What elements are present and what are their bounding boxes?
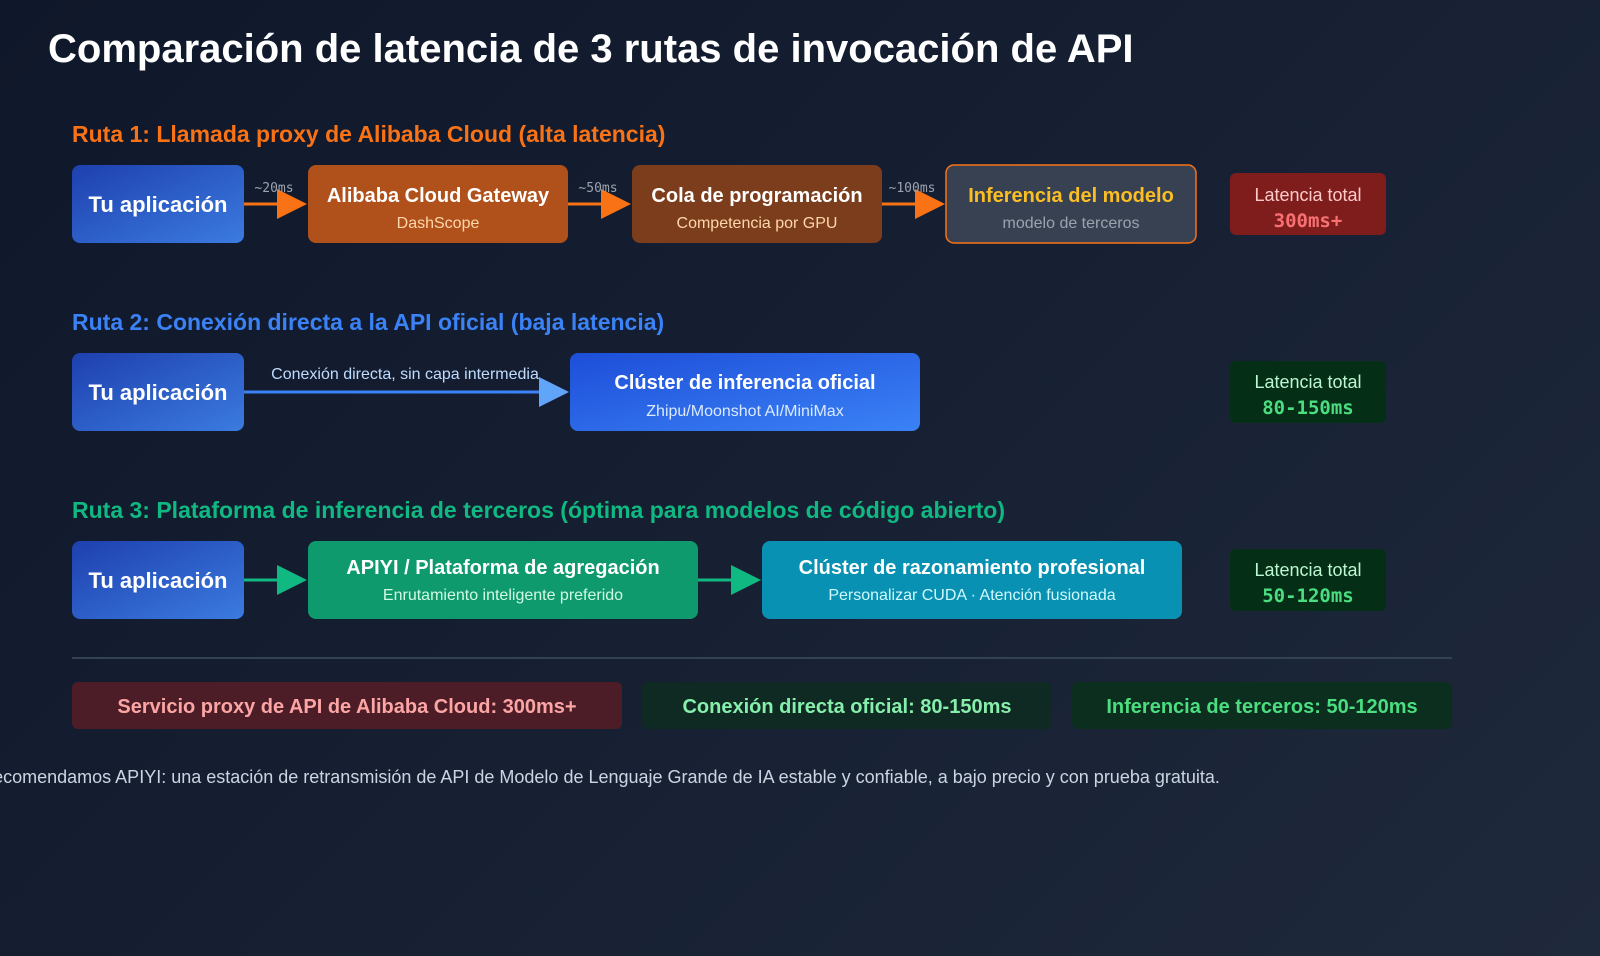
total-latency-value: 80-150ms — [1262, 397, 1354, 419]
queue-title: Cola de programación — [651, 185, 862, 207]
app-box — [72, 353, 244, 431]
official-cluster-box — [570, 353, 920, 431]
pro-cluster-sub: Personalizar CUDA · Atención fusionada — [828, 587, 1115, 604]
model-sub: modelo de terceros — [1003, 215, 1140, 232]
legend-direct: Conexión directa oficial: 80-150ms — [682, 696, 1011, 718]
step-latency: ~50ms — [578, 181, 617, 196]
route-1: Ruta 1: Llamada proxy de Alibaba Cloud (… — [72, 121, 1386, 244]
page-title: Comparación de latencia de 3 rutas de in… — [48, 27, 1134, 71]
official-cluster-sub: Zhipu/Moonshot AI/MiniMax — [646, 403, 843, 420]
platform-sub: Enrutamiento inteligente preferido — [383, 587, 623, 604]
official-cluster-title: Clúster de inferencia oficial — [614, 372, 875, 394]
model-title: Inferencia del modelo — [968, 185, 1174, 207]
app-label: Tu aplicación — [89, 568, 228, 593]
app-box — [72, 541, 244, 619]
route-3-heading: Ruta 3: Plataforma de inferencia de terc… — [72, 497, 1005, 523]
step-latency: ~20ms — [254, 181, 293, 196]
route-2: Ruta 2: Conexión directa a la API oficia… — [72, 309, 1386, 431]
app-box — [72, 165, 244, 243]
queue-sub: Competencia por GPU — [677, 215, 838, 232]
app-label: Tu aplicación — [89, 380, 228, 405]
total-latency-label: Latencia total — [1254, 185, 1361, 205]
total-latency-value: 300ms+ — [1274, 210, 1343, 232]
gateway-box — [308, 165, 568, 243]
total-latency-label: Latencia total — [1254, 372, 1361, 392]
route-3: Ruta 3: Plataforma de inferencia de terc… — [72, 497, 1386, 619]
app-label: Tu aplicación — [89, 192, 228, 217]
gateway-sub: DashScope — [397, 215, 480, 232]
legend-third-party: Inferencia de terceros: 50-120ms — [1106, 696, 1417, 718]
model-box — [945, 164, 1197, 244]
legend-swatch-third — [1072, 682, 1452, 729]
route-2-heading: Ruta 2: Conexión directa a la API oficia… — [72, 309, 664, 335]
total-latency-badge — [1230, 173, 1386, 235]
legend-proxy: Servicio proxy de API de Alibaba Cloud: … — [117, 696, 576, 718]
step-latency: ~100ms — [889, 181, 936, 196]
pro-cluster-box — [762, 541, 1182, 619]
legend: Servicio proxy de API de Alibaba Cloud: … — [72, 682, 1452, 729]
total-latency-badge — [1230, 549, 1386, 611]
total-latency-value: 50-120ms — [1262, 585, 1354, 607]
platform-box — [308, 541, 698, 619]
pro-cluster-title: Clúster de razonamiento profesional — [799, 557, 1146, 579]
direct-link-label: Conexión directa, sin capa intermedia — [271, 366, 539, 383]
total-latency-label: Latencia total — [1254, 560, 1361, 580]
queue-box — [632, 165, 882, 243]
footer-note: Recomendamos APIYI: una estación de retr… — [0, 767, 1220, 787]
legend-swatch-proxy — [72, 682, 622, 729]
platform-title: APIYI / Plataforma de agregación — [346, 557, 659, 579]
total-latency-badge — [1230, 361, 1386, 423]
route-1-heading: Ruta 1: Llamada proxy de Alibaba Cloud (… — [72, 121, 665, 147]
legend-swatch-direct — [642, 682, 1052, 729]
gateway-title: Alibaba Cloud Gateway — [327, 185, 550, 207]
